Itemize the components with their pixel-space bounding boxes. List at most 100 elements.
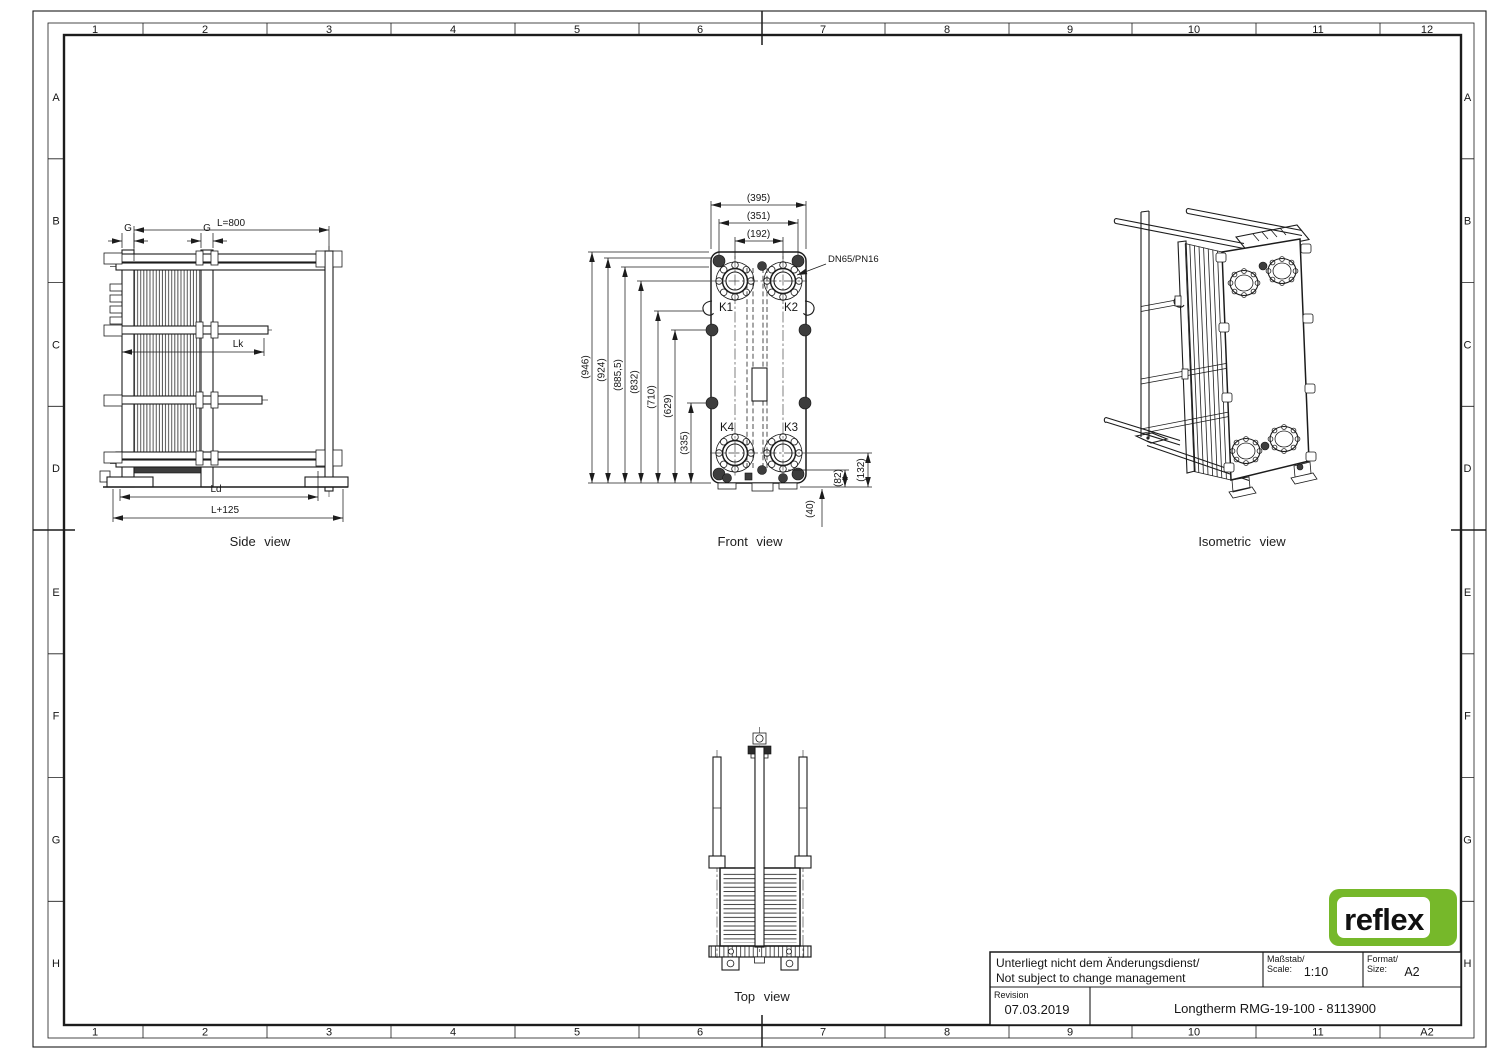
col-label: 4 [450, 24, 456, 36]
row-label: B [1464, 216, 1471, 228]
dim-946: (946) [581, 355, 592, 378]
dim-length: L=800 [217, 218, 246, 229]
iso-feet [1228, 461, 1318, 499]
format-value: A2 [1404, 965, 1419, 979]
frame-column-labels-bottom: 1 2 3 4 5 6 7 8 9 10 11 A2 [92, 1027, 1434, 1039]
col-label: 8 [944, 24, 950, 36]
col-label: 10 [1188, 1027, 1200, 1039]
col-label: A2 [1420, 1027, 1433, 1039]
frame-row-labels-right: A B C D E F G H [1463, 92, 1472, 970]
side-view-caption: Side view [230, 534, 291, 549]
front-view: K1 K2 K3 K4 DN65/PN16 (395) (351) (192) … [581, 193, 879, 549]
base-feet [103, 476, 349, 488]
plate-pack [133, 262, 202, 469]
drawing-title: Longtherm RMG-19-100 - 8113900 [1174, 1001, 1376, 1016]
title-block: Unterliegt nicht dem Änderungsdienst/ No… [989, 951, 1462, 1026]
note-de: Unterliegt nicht dem Änderungsdienst/ [996, 956, 1200, 970]
col-label: 12 [1421, 24, 1433, 36]
col-label: 11 [1312, 1027, 1323, 1039]
front-view-caption: Front view [718, 534, 784, 549]
logo-inner-panel [1337, 897, 1430, 938]
col-label: 5 [574, 24, 580, 36]
col-label: 7 [820, 24, 826, 36]
row-label: H [1464, 958, 1472, 970]
dim-132: (132) [856, 458, 867, 481]
dim-gap-left: G [124, 223, 132, 234]
lifting-lug-right [803, 300, 815, 316]
side-view: L=800 G G Lk Ld L+125 Side view [99, 218, 349, 549]
front-dims-bottom-right: (132) (82) (40) [788, 452, 872, 527]
flange-spec-label: DN65/PN16 [828, 254, 879, 265]
isometric-view: Isometric view [1103, 207, 1318, 549]
col-label: 9 [1067, 1027, 1073, 1039]
scale-label-de: Maßstab/ [1267, 954, 1305, 964]
col-label: 4 [450, 1027, 456, 1039]
row-label: C [1464, 339, 1472, 351]
row-label: E [52, 587, 59, 599]
logo-wordmark: reflex [1344, 902, 1425, 937]
plate-pack-iso [1184, 243, 1232, 481]
support-column [324, 250, 334, 492]
support-post-iso [1134, 210, 1169, 444]
col-label: 7 [820, 1027, 826, 1039]
tightening-bolts [705, 254, 812, 481]
end-plate-top [708, 945, 812, 958]
dim-351: (351) [747, 211, 770, 222]
dim-395: (395) [747, 193, 770, 204]
format-label-en: Size: [1367, 964, 1387, 974]
dim-l125: L+125 [211, 505, 240, 516]
connection-label-k3: K3 [784, 422, 798, 434]
connection-label-k1: K1 [719, 302, 733, 314]
col-label: 10 [1188, 24, 1200, 36]
row-label: D [52, 463, 60, 475]
row-label: A [52, 92, 60, 104]
dim-ld: Ld [210, 484, 221, 495]
iso-bolts [1215, 243, 1317, 473]
col-label: 6 [697, 1027, 703, 1039]
col-label: 9 [1067, 24, 1073, 36]
top-view-caption: Top view [734, 989, 790, 1004]
sheet-frame: 1 2 3 4 5 6 7 8 9 10 11 12 1 2 3 4 5 6 7… [32, 10, 1487, 1048]
front-dims-left: (946) (924) (885,5) (832) (710) (629) (3… [581, 251, 711, 484]
col-label: 3 [326, 24, 332, 36]
frame-column-labels-top: 1 2 3 4 5 6 7 8 9 10 11 12 [92, 24, 1433, 36]
dim-710: (710) [647, 385, 658, 408]
row-label: B [52, 216, 59, 228]
format-label-de: Format/ [1367, 954, 1399, 964]
row-label: D [1464, 463, 1472, 475]
fixed-plate-studs [99, 252, 123, 483]
revision-date: 07.03.2019 [1004, 1002, 1069, 1017]
col-label: 2 [202, 24, 208, 36]
col-label: 6 [697, 24, 703, 36]
movable-plate-iso [1177, 240, 1196, 474]
dim-924: (924) [597, 358, 608, 381]
connection-label-k2: K2 [784, 302, 798, 314]
tie-bar-lower [118, 395, 263, 405]
row-label: G [52, 834, 61, 846]
dim-832: (832) [630, 370, 641, 393]
side-view-dimensions: L=800 G G Lk Ld L+125 [108, 218, 344, 522]
row-label: H [52, 958, 60, 970]
centering-marks [33, 11, 1486, 1047]
dim-335: (335) [680, 431, 691, 454]
row-label: E [1464, 587, 1471, 599]
connection-label-k4: K4 [720, 422, 735, 434]
row-label: F [1464, 711, 1471, 723]
note-en: Not subject to change management [996, 971, 1186, 985]
col-label: 1 [92, 1027, 98, 1039]
col-label: 11 [1312, 24, 1323, 36]
scale-label-en: Scale: [1267, 964, 1292, 974]
frame-row-labels-left: A B C D E F G H [52, 92, 61, 970]
dim-lk: Lk [233, 339, 245, 350]
top-view: Top view [708, 727, 812, 1004]
brand-logo: reflex [1329, 889, 1457, 946]
col-label: 5 [574, 1027, 580, 1039]
dim-40: (40) [805, 500, 816, 518]
col-label: 3 [326, 1027, 332, 1039]
dim-82: (82) [833, 469, 844, 487]
row-label: F [53, 711, 60, 723]
col-label: 2 [202, 1027, 208, 1039]
clamp-blocks [195, 250, 343, 467]
bottom-feet [717, 472, 798, 492]
